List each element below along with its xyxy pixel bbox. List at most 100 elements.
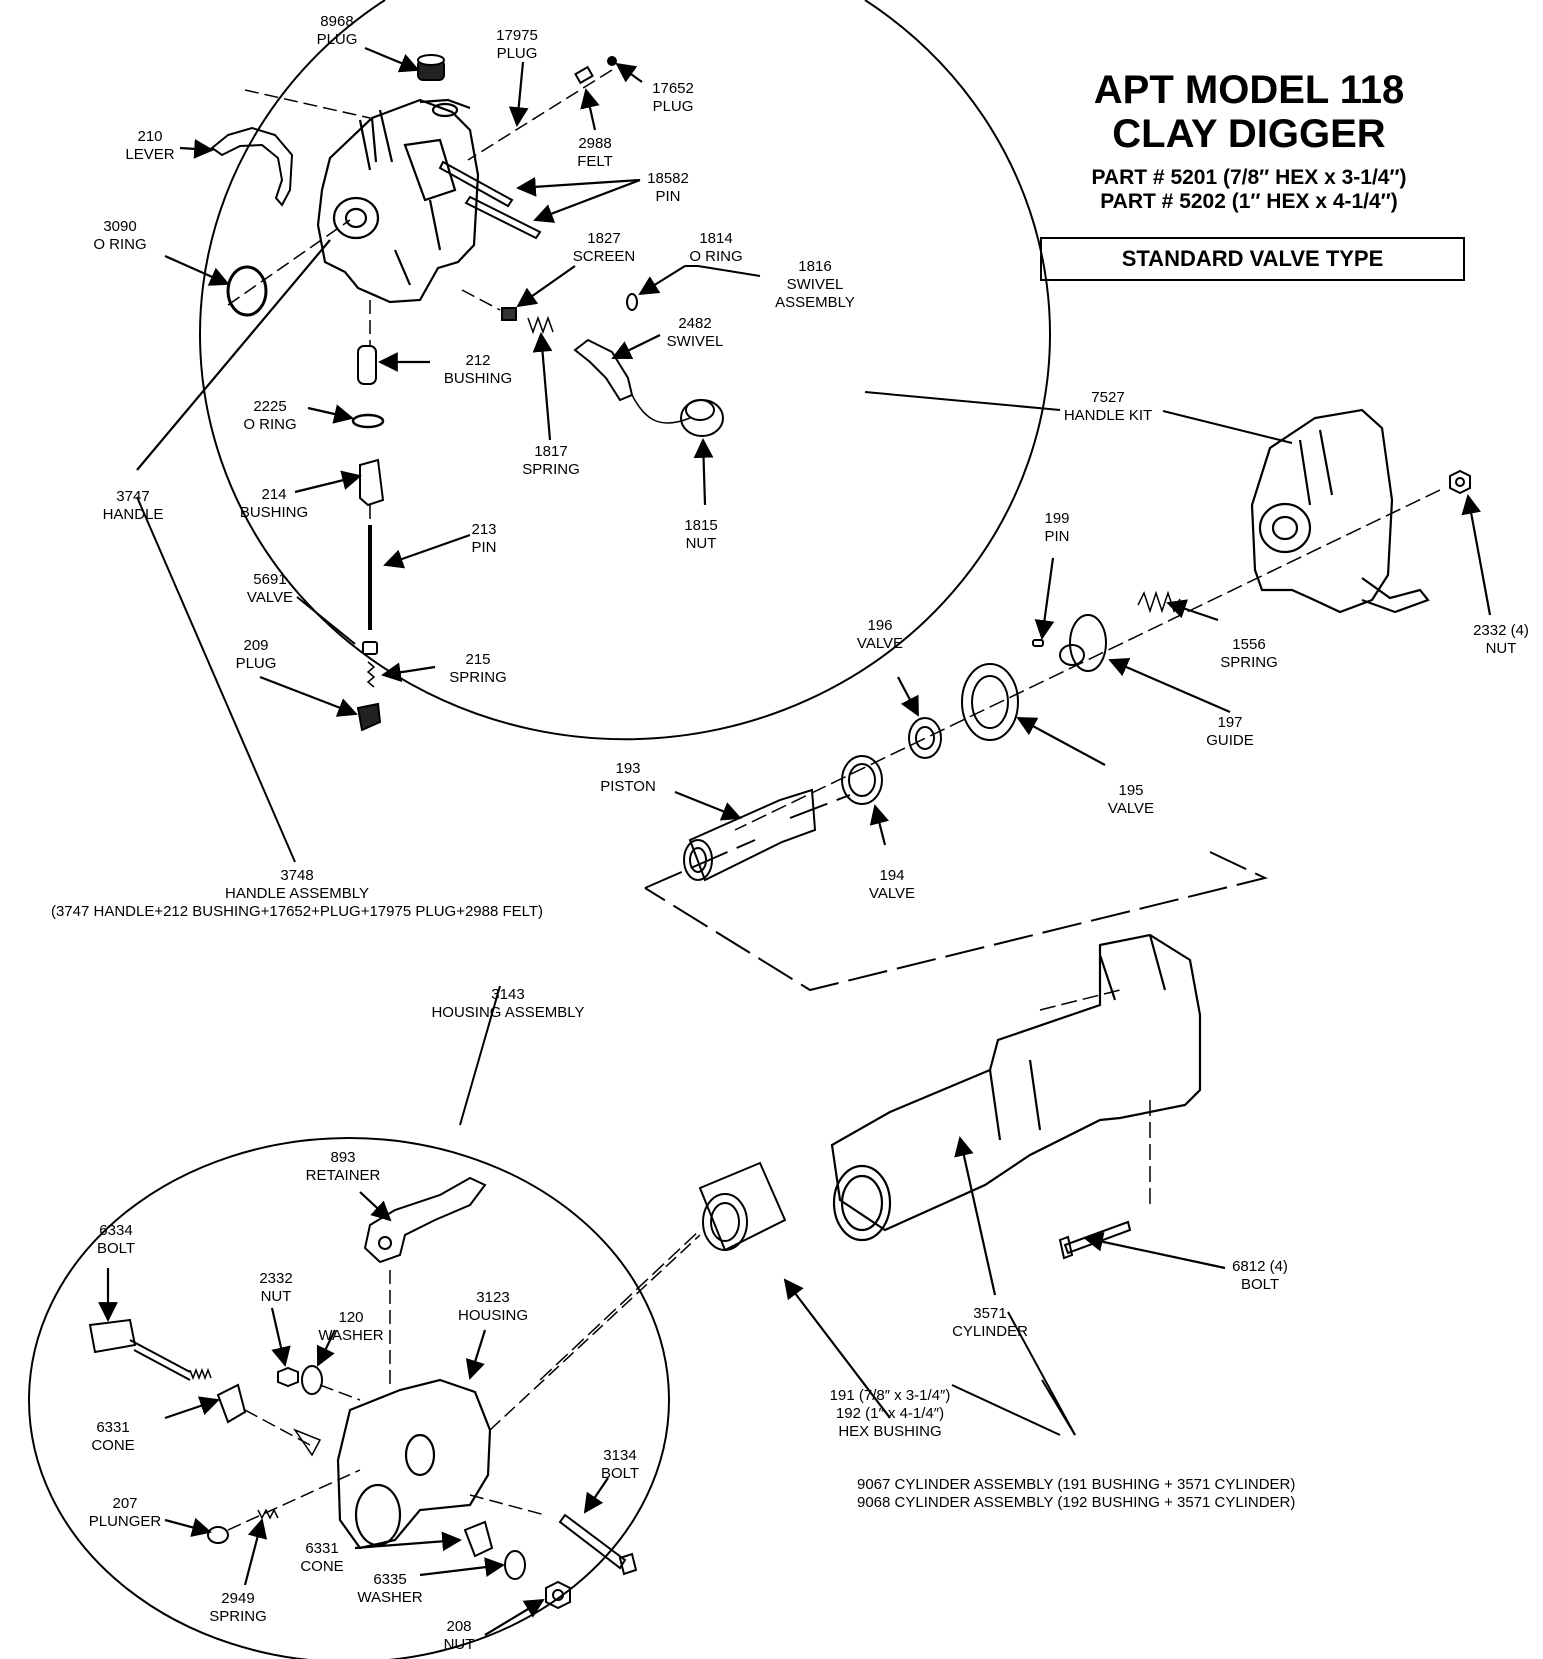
spring-215-drawing	[366, 661, 376, 688]
arrow-2332	[1461, 494, 1492, 616]
arrow-213	[383, 533, 471, 569]
cone-6331b-drawing	[463, 1520, 494, 1558]
arrow-6335	[419, 1557, 505, 1577]
arrow-893	[359, 1191, 392, 1222]
spring-2949-drawing	[257, 1508, 279, 1520]
valve-194-drawing	[841, 755, 883, 805]
o-ring-1814-drawing	[626, 293, 638, 311]
arrow-120	[316, 1329, 336, 1367]
arrow-1815	[693, 438, 714, 506]
title-line-2: CLAY DIGGER	[1112, 112, 1386, 156]
screen-1827-drawing	[501, 307, 517, 321]
bolt-6334-drawing	[88, 1318, 212, 1381]
arrow-6812	[1083, 1232, 1226, 1270]
piston-bracket	[644, 794, 1268, 992]
title-line-1: APT MODEL 118	[1093, 68, 1405, 112]
note-9068-cylinder-assembly: 9068 CYLINDER ASSEMBLY (192 BUSHING + 35…	[857, 1494, 1296, 1511]
swivel-2482-drawing	[573, 338, 634, 402]
felt-2988-drawing	[574, 65, 594, 85]
arrow-191	[783, 1278, 891, 1419]
guide-197-drawing	[1059, 614, 1107, 672]
arrow-1817	[532, 332, 553, 441]
housing-detail-ellipse	[28, 1137, 670, 1659]
arrow-2988	[580, 88, 600, 131]
arrow-209	[259, 675, 358, 717]
arrow-8968	[364, 46, 420, 73]
nut-208-drawing	[545, 1580, 571, 1610]
arrow-215	[381, 662, 436, 683]
washer-6335-drawing	[504, 1550, 526, 1580]
cone-6331a-drawing	[216, 1383, 247, 1424]
cylinder-3571-drawing	[830, 933, 1202, 1242]
arrow-210	[179, 139, 214, 159]
arrow-1814	[638, 265, 686, 296]
arrow-2332b	[270, 1307, 291, 1367]
callout-6812: 6812 (4)BOLT	[1232, 1258, 1288, 1293]
piston-193-drawing	[683, 788, 817, 882]
bolt-3134-drawing	[558, 1513, 638, 1576]
arrow-3134	[583, 1477, 609, 1514]
valve-5691-drawing	[362, 641, 378, 655]
spring-1556-drawing	[1137, 590, 1181, 614]
plug-209-drawing	[356, 702, 382, 732]
arrow-214	[294, 470, 362, 494]
arrow-17975	[508, 61, 529, 127]
arrow-17652	[615, 62, 643, 83]
nut-1815-drawing	[680, 399, 724, 437]
bushing-212-drawing	[357, 345, 377, 385]
arrow-196	[897, 676, 919, 717]
arrow-197	[1108, 658, 1231, 714]
arrow-2482	[611, 334, 661, 360]
arrow-3123	[465, 1329, 487, 1380]
spring-1817-drawing	[527, 315, 554, 335]
arrow-194	[869, 804, 890, 846]
arrow-2225	[307, 404, 354, 424]
nut-2332-drawing	[1449, 469, 1471, 495]
arrow-6331a	[164, 1396, 220, 1420]
valve-196-drawing	[908, 717, 942, 759]
pin-18582-drawing	[438, 160, 542, 240]
bolt-6812-drawing	[1058, 1220, 1132, 1260]
valve-type-box: STANDARD VALVE TYPE	[1040, 237, 1465, 281]
arrow-1556	[1166, 599, 1219, 622]
pin-199-drawing	[1032, 639, 1044, 647]
arrow-195	[1016, 717, 1106, 766]
arrow-1827	[516, 265, 576, 308]
